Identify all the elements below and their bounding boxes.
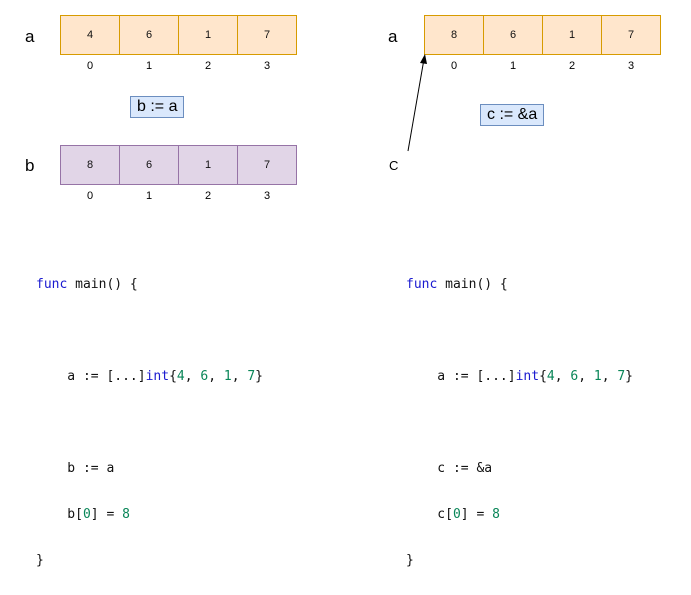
number: 0 (452, 507, 461, 522)
index: 3 (627, 60, 635, 72)
number: 4 (176, 369, 185, 384)
number: 6 (200, 369, 209, 384)
index: 0 (86, 190, 94, 202)
code-text: } (36, 553, 44, 568)
number: 7 (247, 369, 256, 384)
keyword: int (145, 369, 170, 384)
number: 8 (492, 507, 500, 522)
number: 0 (82, 507, 91, 522)
index: 2 (204, 190, 212, 202)
index-labels: 0 1 2 3 (425, 60, 661, 72)
array-cell: 8 (60, 145, 120, 185)
index-labels: 0 1 2 3 (61, 60, 297, 72)
index: 0 (86, 60, 94, 72)
number: 7 (617, 369, 626, 384)
code-text: } (625, 369, 633, 384)
code-text: , (578, 369, 594, 384)
code-text: , (184, 369, 201, 384)
index: 1 (509, 60, 517, 72)
code-block-right: func main() { ​ a := [...]int{4, 6, 1, 7… (406, 250, 633, 595)
index: 2 (204, 60, 212, 72)
array-cell: 8 (424, 15, 484, 55)
index: 1 (145, 190, 153, 202)
index: 3 (263, 60, 271, 72)
array-cell: 6 (483, 15, 543, 55)
array-a: 4 6 1 7 (60, 15, 297, 55)
code-text: } (255, 369, 263, 384)
index: 0 (450, 60, 458, 72)
number: 4 (546, 369, 555, 384)
array-cell: 1 (178, 145, 238, 185)
array-cell: 6 (119, 15, 179, 55)
number: 6 (570, 369, 579, 384)
code-text: a := [...] (406, 369, 516, 384)
array-cell: 7 (601, 15, 661, 55)
assign-op-box: c := &a (480, 104, 545, 126)
code-text: c := &a (406, 461, 493, 476)
array-b: 8 6 1 7 (60, 145, 297, 185)
code-text: main() { (437, 277, 508, 292)
number: 1 (223, 369, 232, 384)
pointer-arrow (407, 54, 427, 152)
code-text: main() { (67, 277, 138, 292)
code-block-left: func main() { ​ a := [...]int{4, 6, 1, 7… (36, 250, 263, 595)
keyword: int (515, 369, 540, 384)
index-labels: 0 1 2 3 (61, 190, 297, 202)
code-text: , (601, 369, 618, 384)
index: 2 (568, 60, 576, 72)
var-c-label: C (389, 158, 399, 173)
code-text: ] = (460, 507, 493, 522)
var-b-label: b (25, 156, 35, 175)
assign-op-box: b := a (130, 96, 185, 118)
index: 1 (145, 60, 153, 72)
keyword: func (36, 277, 68, 292)
code-text: { (169, 369, 177, 384)
code-text: } (406, 553, 414, 568)
array-cell: 4 (60, 15, 120, 55)
array-cell: 6 (119, 145, 179, 185)
code-text: , (208, 369, 224, 384)
array-cell: 1 (178, 15, 238, 55)
keyword: func (406, 277, 438, 292)
number: 1 (593, 369, 602, 384)
index: 3 (263, 190, 271, 202)
code-text: ] = (90, 507, 123, 522)
code-text: b[ (36, 507, 83, 522)
array-a: 8 6 1 7 (424, 15, 661, 55)
code-text: , (231, 369, 248, 384)
array-cell: 7 (237, 145, 297, 185)
code-text: b := a (36, 461, 115, 476)
number: 8 (122, 507, 130, 522)
code-text: c[ (406, 507, 453, 522)
array-cell: 7 (237, 15, 297, 55)
array-cell: 1 (542, 15, 602, 55)
code-text: a := [...] (36, 369, 146, 384)
var-a-label: a (388, 27, 398, 46)
var-a-label: a (25, 27, 35, 46)
code-text: { (539, 369, 547, 384)
code-text: , (554, 369, 571, 384)
